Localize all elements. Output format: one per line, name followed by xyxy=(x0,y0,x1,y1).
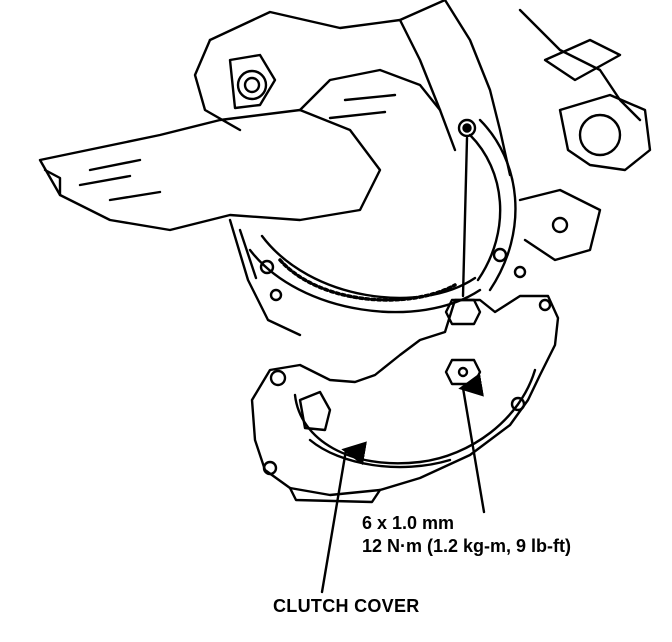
cover-leader xyxy=(320,441,367,594)
bolt xyxy=(444,118,482,386)
engine-block xyxy=(193,0,652,279)
clutch-cover xyxy=(250,294,560,504)
torque-spec-label: 12 N·m (1.2 kg-m, 9 lb-ft) xyxy=(362,536,572,556)
ring-gear xyxy=(228,118,517,337)
fastener-spec-label: 6 x 1.0 mm xyxy=(362,513,455,533)
oil-pan xyxy=(38,68,442,232)
torque-leader xyxy=(458,372,486,514)
clutch-cover-label: CLUTCH COVER xyxy=(273,596,420,616)
